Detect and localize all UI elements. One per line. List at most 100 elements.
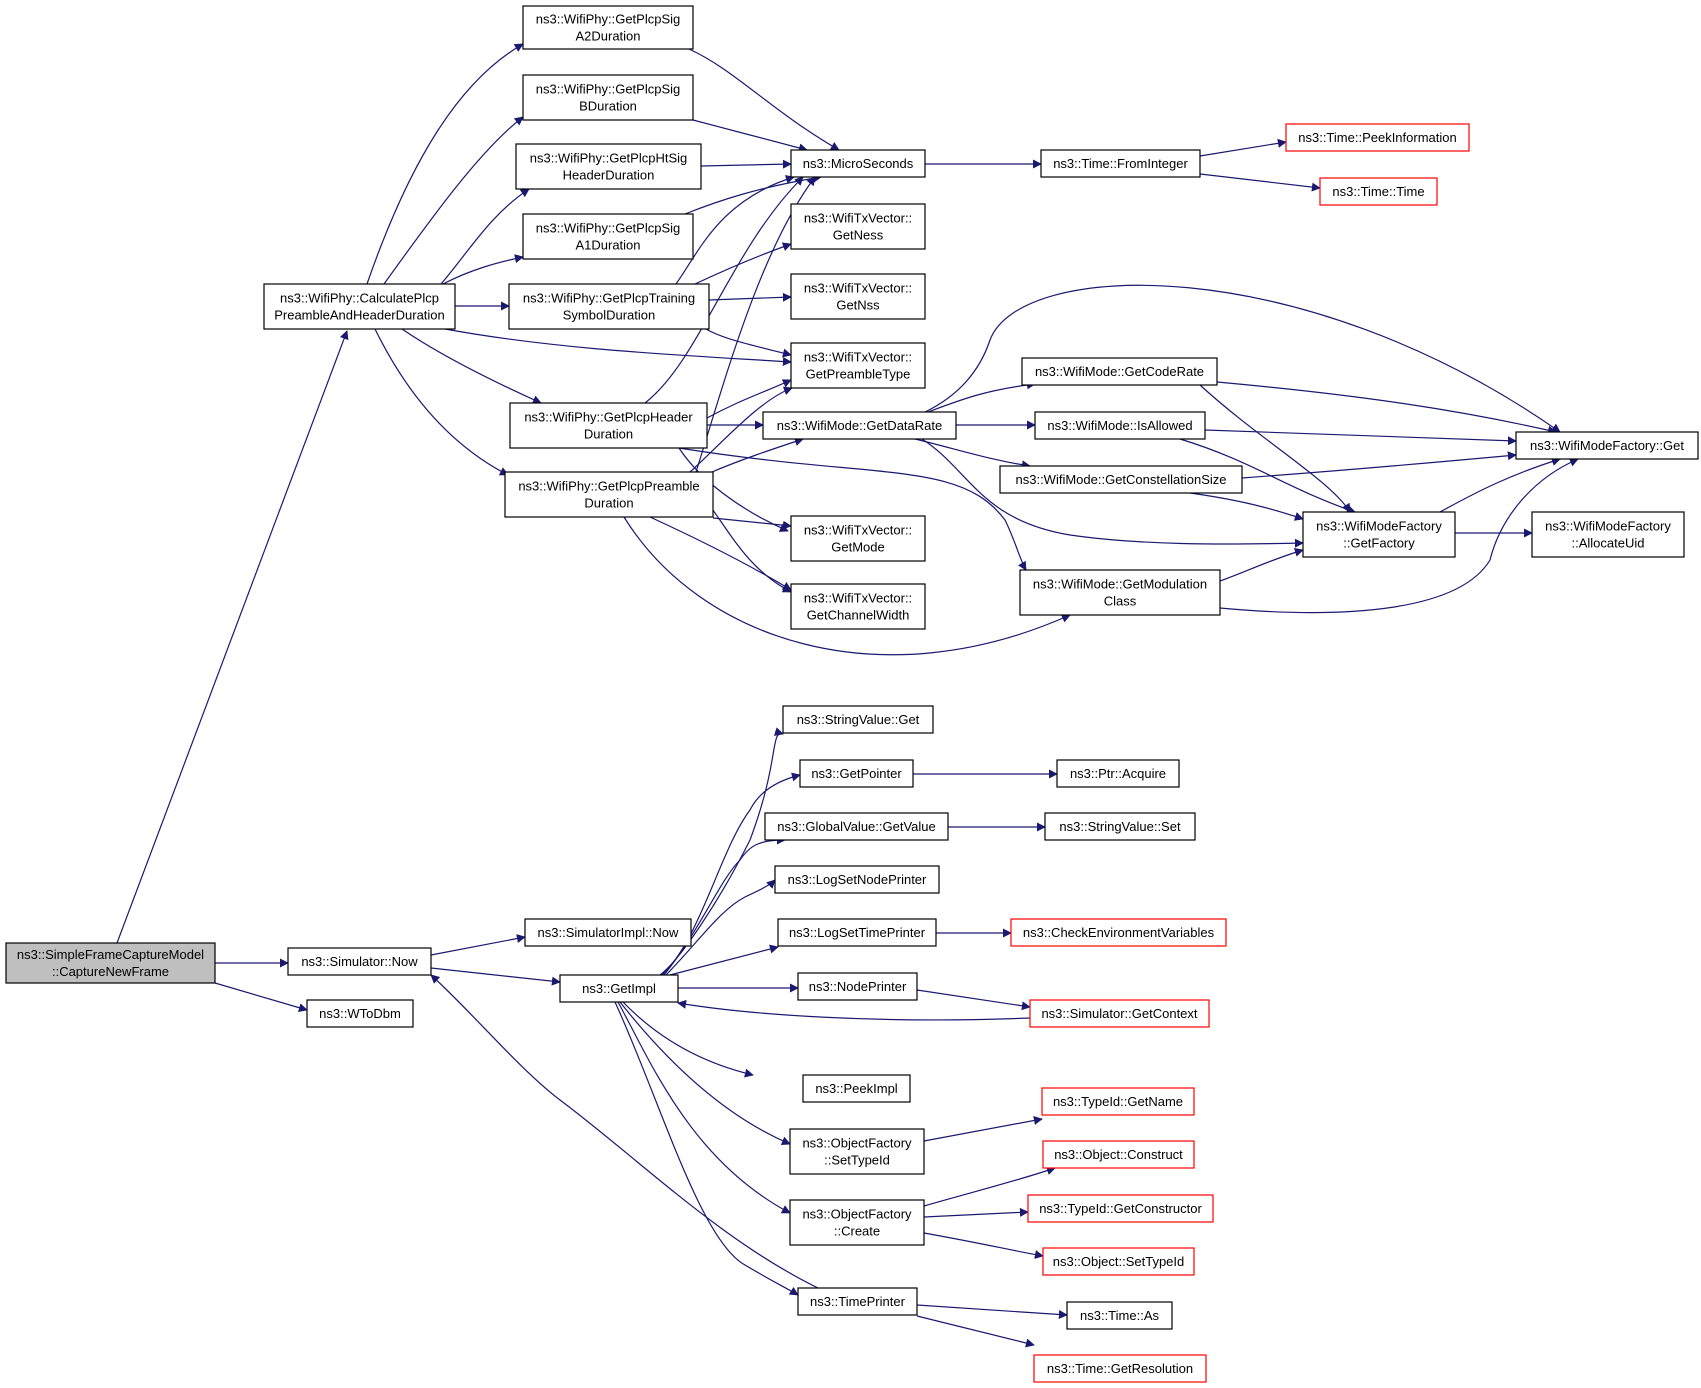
node-box xyxy=(306,999,414,1028)
node-label: ns3::WifiPhy::GetPlcpHeader xyxy=(524,410,693,425)
node-label: ns3::Simulator::GetContext xyxy=(1041,1006,1197,1021)
node-label: ns3::StringValue::Get xyxy=(797,712,920,727)
call-edge-timePrinter xyxy=(430,974,819,1289)
node-label: ns3::ObjectFactory xyxy=(802,1207,912,1222)
edge-layer xyxy=(116,43,1579,1348)
node-label: ns3::Time::GetResolution xyxy=(1047,1361,1193,1376)
node-box xyxy=(789,1128,925,1175)
node-getImpl[interactable]: ns3::GetImpl xyxy=(559,974,679,1003)
node-box xyxy=(790,342,926,389)
node-checkEnv[interactable]: ns3::CheckEnvironmentVariables xyxy=(1010,918,1227,947)
node-timePrinter[interactable]: ns3::TimePrinter xyxy=(797,1287,918,1316)
node-strGet[interactable]: ns3::StringValue::Get xyxy=(782,705,934,734)
node-dataRate[interactable]: ns3::WifiMode::GetDataRate xyxy=(762,411,957,440)
node-typeName[interactable]: ns3::TypeId::GetName xyxy=(1041,1087,1195,1116)
node-factGet[interactable]: ns3::WifiModeFactory::Get xyxy=(1515,431,1699,460)
node-box xyxy=(509,402,708,449)
call-edge-objCreate xyxy=(923,1166,1056,1207)
node-objSetType[interactable]: ns3::ObjectFactory::SetTypeId xyxy=(789,1128,925,1175)
node-nodePrinter[interactable]: ns3::NodePrinter xyxy=(797,972,918,1001)
node-box xyxy=(1042,1140,1195,1169)
node-label: ns3::GetImpl xyxy=(582,981,656,996)
node-globalGet[interactable]: ns3::GlobalValue::GetValue xyxy=(764,812,949,841)
node-objSetTypeId[interactable]: ns3::Object::SetTypeId xyxy=(1042,1247,1195,1276)
node-label: BDuration xyxy=(579,99,637,114)
call-edge-getImpl xyxy=(614,1001,799,1296)
node-getFactory[interactable]: ns3::WifiModeFactory::GetFactory xyxy=(1302,511,1456,558)
node-objCreate[interactable]: ns3::ObjectFactory::Create xyxy=(789,1199,925,1246)
node-getNss[interactable]: ns3::WifiTxVector::GetNss xyxy=(790,273,926,320)
node-logTime[interactable]: ns3::LogSetTimePrinter xyxy=(777,918,937,947)
call-edge-sigA2 xyxy=(688,48,840,151)
node-label: ns3::Time::As xyxy=(1080,1308,1159,1323)
node-box xyxy=(799,759,914,788)
node-label: GetChannelWidth xyxy=(807,608,910,623)
node-typeCtor[interactable]: ns3::TypeId::GetConstructor xyxy=(1027,1194,1214,1223)
node-codeRate[interactable]: ns3::WifiMode::GetCodeRate xyxy=(1021,357,1218,386)
node-peekImpl[interactable]: ns3::PeekImpl xyxy=(802,1074,911,1103)
call-edge-training xyxy=(708,292,792,302)
call-edge-getImpl xyxy=(622,1001,754,1078)
node-label: ns3::LogSetTimePrinter xyxy=(789,925,926,940)
node-ptrAcquire[interactable]: ns3::Ptr::Acquire xyxy=(1056,759,1180,788)
call-edge-codeRate xyxy=(1199,384,1351,513)
node-box xyxy=(522,213,694,260)
call-edge-header xyxy=(678,447,1027,571)
call-edge-nodePrinter xyxy=(916,989,1031,1011)
node-box xyxy=(1021,357,1218,386)
node-getPointer[interactable]: ns3::GetPointer xyxy=(799,759,914,788)
node-getNess[interactable]: ns3::WifiTxVector::GetNess xyxy=(790,203,926,250)
call-edge-timePrinter xyxy=(916,1315,1035,1348)
node-box xyxy=(1033,1354,1207,1383)
node-label: ns3::Time::PeekInformation xyxy=(1298,130,1456,145)
node-box xyxy=(504,471,714,518)
node-allocUid[interactable]: ns3::WifiModeFactory::AllocateUid xyxy=(1531,511,1685,558)
node-box xyxy=(790,515,926,562)
node-box xyxy=(782,705,934,734)
node-label: ns3::Object::SetTypeId xyxy=(1053,1254,1185,1269)
node-label: ns3::WifiTxVector:: xyxy=(804,591,912,606)
call-edge-dataRate xyxy=(914,438,1031,470)
node-label: ns3::ObjectFactory xyxy=(802,1136,912,1151)
node-micro[interactable]: ns3::MicroSeconds xyxy=(790,149,926,178)
node-timeTime[interactable]: ns3::Time::Time xyxy=(1319,177,1438,206)
node-label: ns3::WifiMode::GetDataRate xyxy=(777,418,942,433)
node-box xyxy=(1027,1194,1214,1223)
call-edge-dataRate xyxy=(924,284,1561,433)
node-capture[interactable]: ns3::SimpleFrameCaptureModel::CaptureNew… xyxy=(5,942,216,984)
node-label: ns3::TypeId::GetName xyxy=(1053,1094,1183,1109)
node-label: ns3::WifiMode::GetConstellationSize xyxy=(1016,472,1227,487)
call-edge-getImpl xyxy=(669,944,779,976)
node-calc[interactable]: ns3::WifiPhy::CalculatePlcpPreambleAndHe… xyxy=(263,283,456,330)
node-peekInfo[interactable]: ns3::Time::PeekInformation xyxy=(1285,123,1470,152)
node-simContext[interactable]: ns3::Simulator::GetContext xyxy=(1029,999,1210,1028)
node-getPreType[interactable]: ns3::WifiTxVector::GetPreambleType xyxy=(790,342,926,389)
node-implNow[interactable]: ns3::SimulatorImpl::Now xyxy=(524,918,692,947)
node-isAllowed[interactable]: ns3::WifiMode::IsAllowed xyxy=(1034,411,1206,440)
node-chanWidth[interactable]: ns3::WifiTxVector::GetChannelWidth xyxy=(790,583,926,630)
node-getMode[interactable]: ns3::WifiTxVector::GetMode xyxy=(790,515,926,562)
node-strSet[interactable]: ns3::StringValue::Set xyxy=(1044,812,1196,841)
node-constSize[interactable]: ns3::WifiMode::GetConstellationSize xyxy=(999,465,1243,494)
node-box xyxy=(1285,123,1470,152)
node-box xyxy=(774,865,940,894)
call-edge-calc xyxy=(440,188,530,285)
call-edge-training xyxy=(705,328,792,358)
node-wToDbm[interactable]: ns3::WToDbm xyxy=(306,999,414,1028)
node-training[interactable]: ns3::WifiPhy::GetPlcpTrainingSymbolDurat… xyxy=(508,283,710,330)
node-timeAs[interactable]: ns3::Time::As xyxy=(1066,1301,1173,1330)
call-edge-calc xyxy=(401,328,542,404)
node-fromInt[interactable]: ns3::Time::FromInteger xyxy=(1040,149,1201,178)
node-timeRes[interactable]: ns3::Time::GetResolution xyxy=(1033,1354,1207,1383)
node-objConstruct[interactable]: ns3::Object::Construct xyxy=(1042,1140,1195,1169)
node-logNode[interactable]: ns3::LogSetNodePrinter xyxy=(774,865,940,894)
node-simNow[interactable]: ns3::Simulator::Now xyxy=(287,947,432,976)
